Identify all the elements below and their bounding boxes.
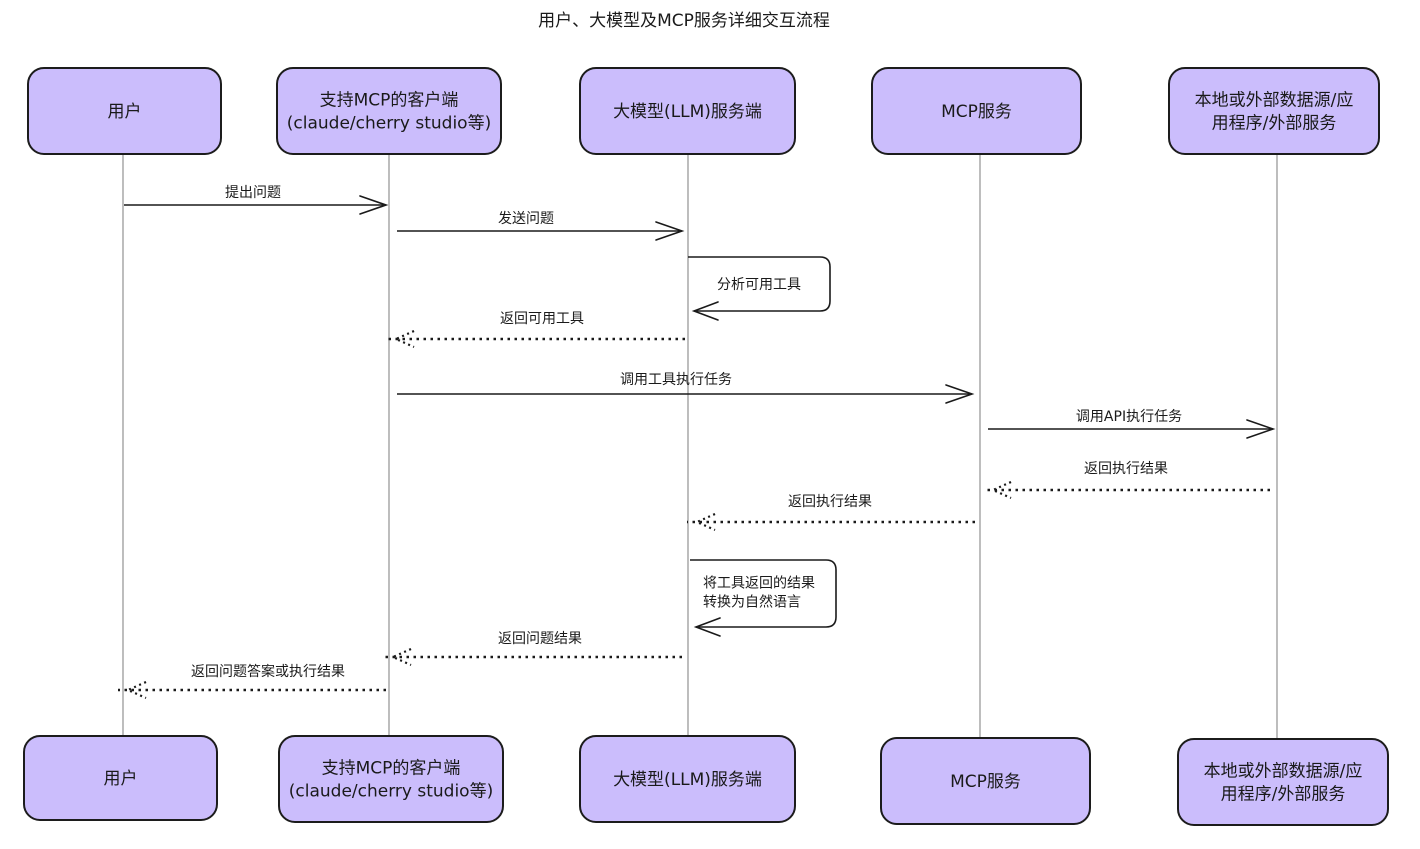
lifelines	[122, 154, 1278, 738]
actor-label: MCP服务	[941, 102, 1012, 122]
actor-box	[880, 737, 1091, 825]
messages: 提出问题发送问题分析可用工具返回可用工具调用工具执行任务调用API执行任务返回执…	[118, 185, 1276, 700]
actor-label: 用程序/外部服务	[1221, 785, 1346, 805]
arrowhead	[655, 221, 685, 241]
arrowhead	[1246, 419, 1276, 439]
actors-bottom: 用户 支持MCP的客户端 (claude/cherry studio等) 大模型(LL…	[23, 735, 1389, 826]
actor-label: MCP服务	[950, 772, 1021, 792]
actor-box	[1168, 67, 1380, 155]
actors-top: 用户 支持MCP的客户端 (claude/cherry studio等) 大模型(LL…	[27, 67, 1380, 155]
arrowhead-dotted	[390, 647, 412, 667]
message-label: 将工具返回的结果	[703, 576, 815, 592]
actor-label: 支持MCP的客户端	[322, 759, 461, 779]
message-label: 发送问题	[498, 211, 554, 227]
message-label: 返回问题答案或执行结果	[191, 663, 345, 680]
message-label: 返回执行结果	[1084, 461, 1168, 477]
actor-box	[276, 67, 502, 155]
actor-llm-bottom: 大模型(LLM)服务端	[579, 735, 796, 823]
actor-label: (claude/cherry studio等)	[289, 782, 493, 802]
message-label: 调用API执行任务	[1076, 409, 1182, 425]
arrowhead	[691, 301, 719, 321]
actor-llm-top: 大模型(LLM)服务端	[579, 67, 796, 155]
actor-box	[278, 735, 504, 823]
actor-box	[871, 67, 1082, 155]
actor-label: 用户	[108, 102, 142, 122]
actor-label: 大模型(LLM)服务端	[613, 770, 762, 790]
message-label: 转换为自然语言	[703, 594, 801, 611]
message-label: 分析可用工具	[717, 277, 801, 293]
actor-mcp-bottom: MCP服务	[880, 737, 1091, 825]
message-label: 返回可用工具	[500, 311, 584, 327]
message-6: 调用API执行任务	[988, 409, 1276, 439]
actor-box	[579, 67, 796, 155]
actor-box	[23, 735, 218, 821]
message-7: 返回执行结果	[983, 461, 1270, 500]
actor-client-top: 支持MCP的客户端 (claude/cherry studio等)	[276, 67, 502, 155]
message-4: 返回可用工具	[386, 311, 685, 349]
actor-label: 本地或外部数据源/应	[1204, 762, 1363, 782]
actor-user-bottom: 用户	[23, 735, 218, 821]
actor-user-top: 用户	[27, 67, 222, 155]
message-label: 调用工具执行任务	[620, 372, 732, 388]
arrowhead-dotted	[393, 329, 415, 349]
message-label: 返回问题结果	[498, 631, 582, 647]
actor-label: 用户	[104, 769, 138, 789]
actor-box	[27, 67, 222, 155]
self-call-loop	[688, 256, 831, 312]
arrowhead	[693, 617, 721, 637]
diagram-title: 用户、大模型及MCP服务详细交互流程	[538, 11, 830, 31]
actor-label: 支持MCP的客户端	[320, 91, 459, 111]
actor-box	[1177, 738, 1389, 826]
self-call-loop	[690, 559, 837, 628]
message-3: 分析可用工具	[688, 256, 831, 321]
actor-label: (claude/cherry studio等)	[287, 114, 491, 134]
arrowhead-dotted	[990, 480, 1012, 500]
arrowhead	[359, 195, 389, 215]
actor-label: 本地或外部数据源/应	[1195, 91, 1354, 111]
message-1: 提出问题	[124, 185, 389, 215]
message-2: 发送问题	[397, 211, 685, 241]
message-11: 返回问题答案或执行结果	[118, 663, 386, 700]
message-8: 返回执行结果	[687, 494, 975, 532]
actor-client-bottom: 支持MCP的客户端 (claude/cherry studio等)	[278, 735, 504, 823]
actor-box	[579, 735, 796, 823]
actor-label: 用程序/外部服务	[1212, 114, 1337, 134]
actor-label: 大模型(LLM)服务端	[613, 102, 762, 122]
arrowhead-dotted	[125, 680, 147, 700]
message-5: 调用工具执行任务	[397, 372, 975, 404]
arrowhead-dotted	[694, 512, 716, 532]
message-label: 返回执行结果	[788, 494, 872, 510]
actor-mcp-top: MCP服务	[871, 67, 1082, 155]
message-label: 提出问题	[225, 185, 281, 201]
arrowhead	[945, 384, 975, 404]
message-10: 返回问题结果	[383, 631, 682, 667]
